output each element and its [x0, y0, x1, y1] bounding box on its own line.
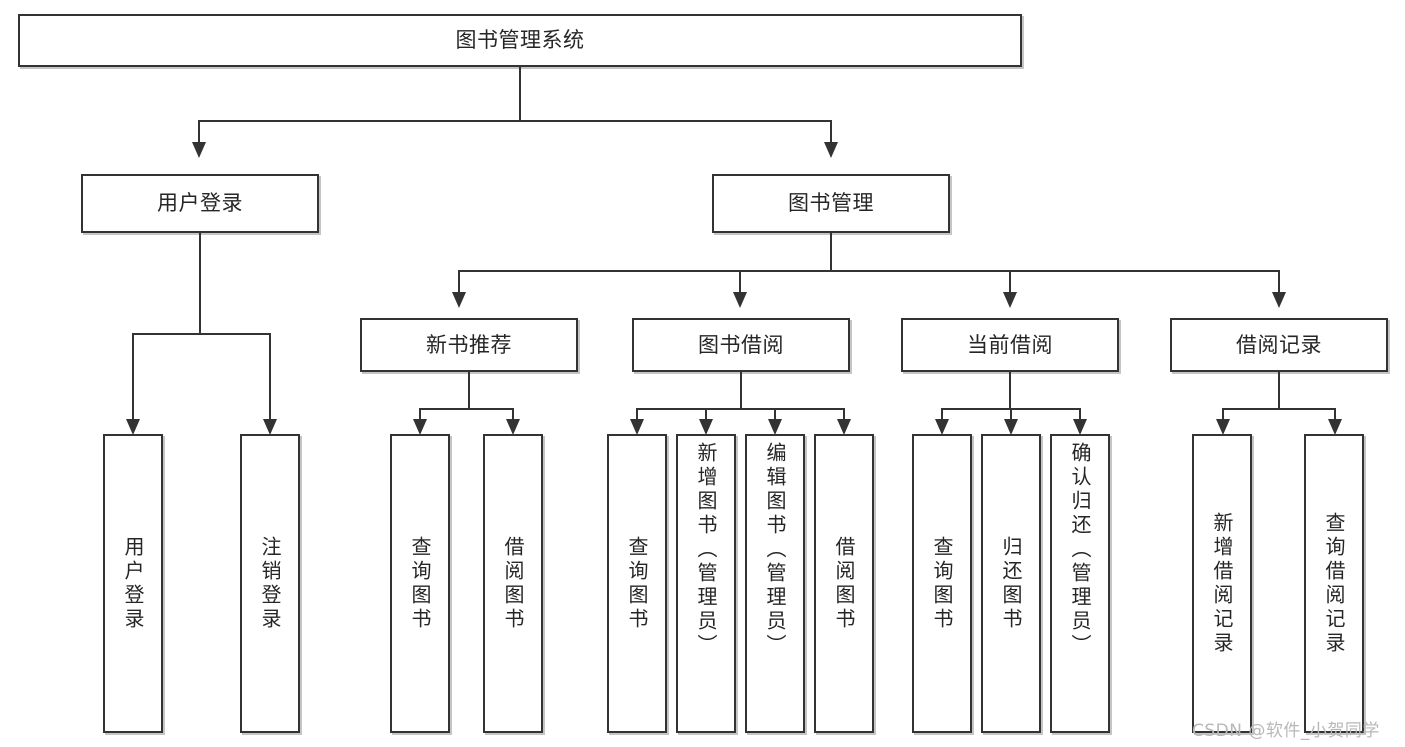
- connector-level1-bus: [198, 120, 832, 122]
- arrowhead-user-login: [192, 142, 206, 158]
- leaf-book-borrow-3[interactable]: 借阅图书: [814, 434, 874, 733]
- node-label: 借阅图书: [501, 535, 525, 632]
- arrowhead-current-borrow: [1003, 292, 1017, 308]
- leaf-current-borrow-1[interactable]: 归还图书: [981, 434, 1041, 733]
- connector-drop-user-login: [198, 120, 200, 144]
- node-label: 查询借阅记录: [1322, 511, 1346, 656]
- node-label: 查询图书: [408, 535, 432, 632]
- node-label: 新书推荐: [426, 332, 512, 357]
- connector-drop-user-login-leaf-1: [269, 333, 271, 421]
- node-label: 图书管理系统: [455, 28, 585, 53]
- node-current-borrow[interactable]: 当前借阅: [901, 318, 1119, 372]
- node-label: 归还图书: [999, 535, 1023, 632]
- connector-drop-bb-leaf-3: [843, 408, 845, 422]
- connector-drop-nbr-leaf-1: [512, 408, 514, 422]
- arrowhead-borrow-record: [1272, 292, 1286, 308]
- connector-drop-borrow-record: [1278, 270, 1280, 294]
- connector-user-login-stem: [199, 233, 201, 334]
- connector-drop-bb-leaf-1: [705, 408, 707, 422]
- leaf-user-login-0[interactable]: 用户登录: [103, 434, 163, 733]
- arrowhead-book-management: [824, 142, 838, 158]
- arrowhead-cb-leaf-2: [1073, 419, 1087, 435]
- leaf-borrow-record-1[interactable]: 查询借阅记录: [1304, 434, 1364, 733]
- node-book-management[interactable]: 图书管理: [712, 174, 950, 233]
- node-root-book-management-system[interactable]: 图书管理系统: [18, 14, 1022, 67]
- connector-user-login-bus: [132, 333, 269, 335]
- leaf-new-book-recommend-1[interactable]: 借阅图书: [483, 434, 543, 733]
- connector-drop-book-borrow: [739, 270, 741, 294]
- arrowhead-new-book-recommend: [452, 292, 466, 308]
- arrowhead-user-login-leaf-0: [126, 419, 140, 435]
- connector-level2-bus: [458, 270, 1280, 272]
- node-book-borrow[interactable]: 图书借阅: [632, 318, 850, 372]
- arrowhead-cb-leaf-0: [935, 419, 949, 435]
- node-label: 图书借阅: [698, 332, 784, 357]
- arrowhead-bb-leaf-0: [630, 419, 644, 435]
- node-label: 用户登录: [121, 535, 145, 632]
- arrowhead-bb-leaf-2: [768, 419, 782, 435]
- connector-book-borrow-bus: [636, 408, 845, 410]
- arrowhead-nbr-leaf-0: [413, 419, 427, 435]
- node-label: 编辑图书（管理员）: [763, 442, 787, 658]
- connector-drop-br-leaf-1: [1334, 408, 1336, 422]
- node-label: 借阅图书: [832, 535, 856, 632]
- connector-drop-bb-leaf-0: [636, 408, 638, 422]
- connector-drop-user-login-leaf-0: [132, 333, 134, 421]
- connector-drop-cb-leaf-2: [1079, 408, 1081, 422]
- connector-current-borrow-stem: [1009, 372, 1011, 409]
- node-label: 查询图书: [625, 535, 649, 632]
- node-label: 当前借阅: [967, 332, 1053, 357]
- connector-new-book-recommend-bus: [419, 408, 514, 410]
- connector-root-stem: [519, 67, 521, 121]
- connector-drop-cb-leaf-1: [1010, 408, 1012, 422]
- connector-new-book-recommend-stem: [468, 372, 470, 409]
- connector-drop-nbr-leaf-0: [419, 408, 421, 422]
- connector-borrow-record-bus: [1222, 408, 1336, 410]
- arrowhead-bb-leaf-3: [837, 419, 851, 435]
- node-borrow-record[interactable]: 借阅记录: [1170, 318, 1388, 372]
- leaf-book-borrow-2[interactable]: 编辑图书（管理员）: [745, 434, 805, 733]
- arrowhead-br-leaf-0: [1216, 419, 1230, 435]
- leaf-user-login-1[interactable]: 注销登录: [240, 434, 300, 733]
- csdn-watermark: CSDN @软件_小贺同学: [1192, 721, 1380, 741]
- node-label: 确认归还（管理员）: [1068, 442, 1092, 658]
- connector-book-management-stem: [830, 233, 832, 271]
- leaf-borrow-record-0[interactable]: 新增借阅记录: [1192, 434, 1252, 733]
- arrowhead-user-login-leaf-1: [263, 419, 277, 435]
- arrowhead-bb-leaf-1: [699, 419, 713, 435]
- arrowhead-cb-leaf-1: [1004, 419, 1018, 435]
- leaf-book-borrow-0[interactable]: 查询图书: [607, 434, 667, 733]
- node-label: 新增图书（管理员）: [694, 442, 718, 658]
- connector-book-borrow-stem: [740, 372, 742, 409]
- leaf-current-borrow-0[interactable]: 查询图书: [912, 434, 972, 733]
- connector-drop-bb-leaf-2: [774, 408, 776, 422]
- arrowhead-br-leaf-1: [1328, 419, 1342, 435]
- node-label: 注销登录: [258, 535, 282, 632]
- node-user-login[interactable]: 用户登录: [81, 174, 319, 233]
- node-label: 图书管理: [788, 191, 874, 216]
- connector-drop-current-borrow: [1009, 270, 1011, 294]
- leaf-book-borrow-1[interactable]: 新增图书（管理员）: [676, 434, 736, 733]
- connector-drop-new-book-recommend: [458, 270, 460, 294]
- leaf-current-borrow-2[interactable]: 确认归还（管理员）: [1050, 434, 1110, 733]
- arrowhead-nbr-leaf-1: [506, 419, 520, 435]
- node-label: 查询图书: [930, 535, 954, 632]
- connector-drop-br-leaf-0: [1222, 408, 1224, 422]
- node-label: 借阅记录: [1236, 332, 1322, 357]
- arrowhead-book-borrow: [733, 292, 747, 308]
- leaf-new-book-recommend-0[interactable]: 查询图书: [390, 434, 450, 733]
- node-label: 用户登录: [157, 191, 243, 216]
- node-label: 新增借阅记录: [1210, 511, 1234, 656]
- connector-borrow-record-stem: [1278, 372, 1280, 409]
- node-new-book-recommend[interactable]: 新书推荐: [360, 318, 578, 372]
- connector-drop-cb-leaf-0: [941, 408, 943, 422]
- connector-drop-book-management: [830, 120, 832, 144]
